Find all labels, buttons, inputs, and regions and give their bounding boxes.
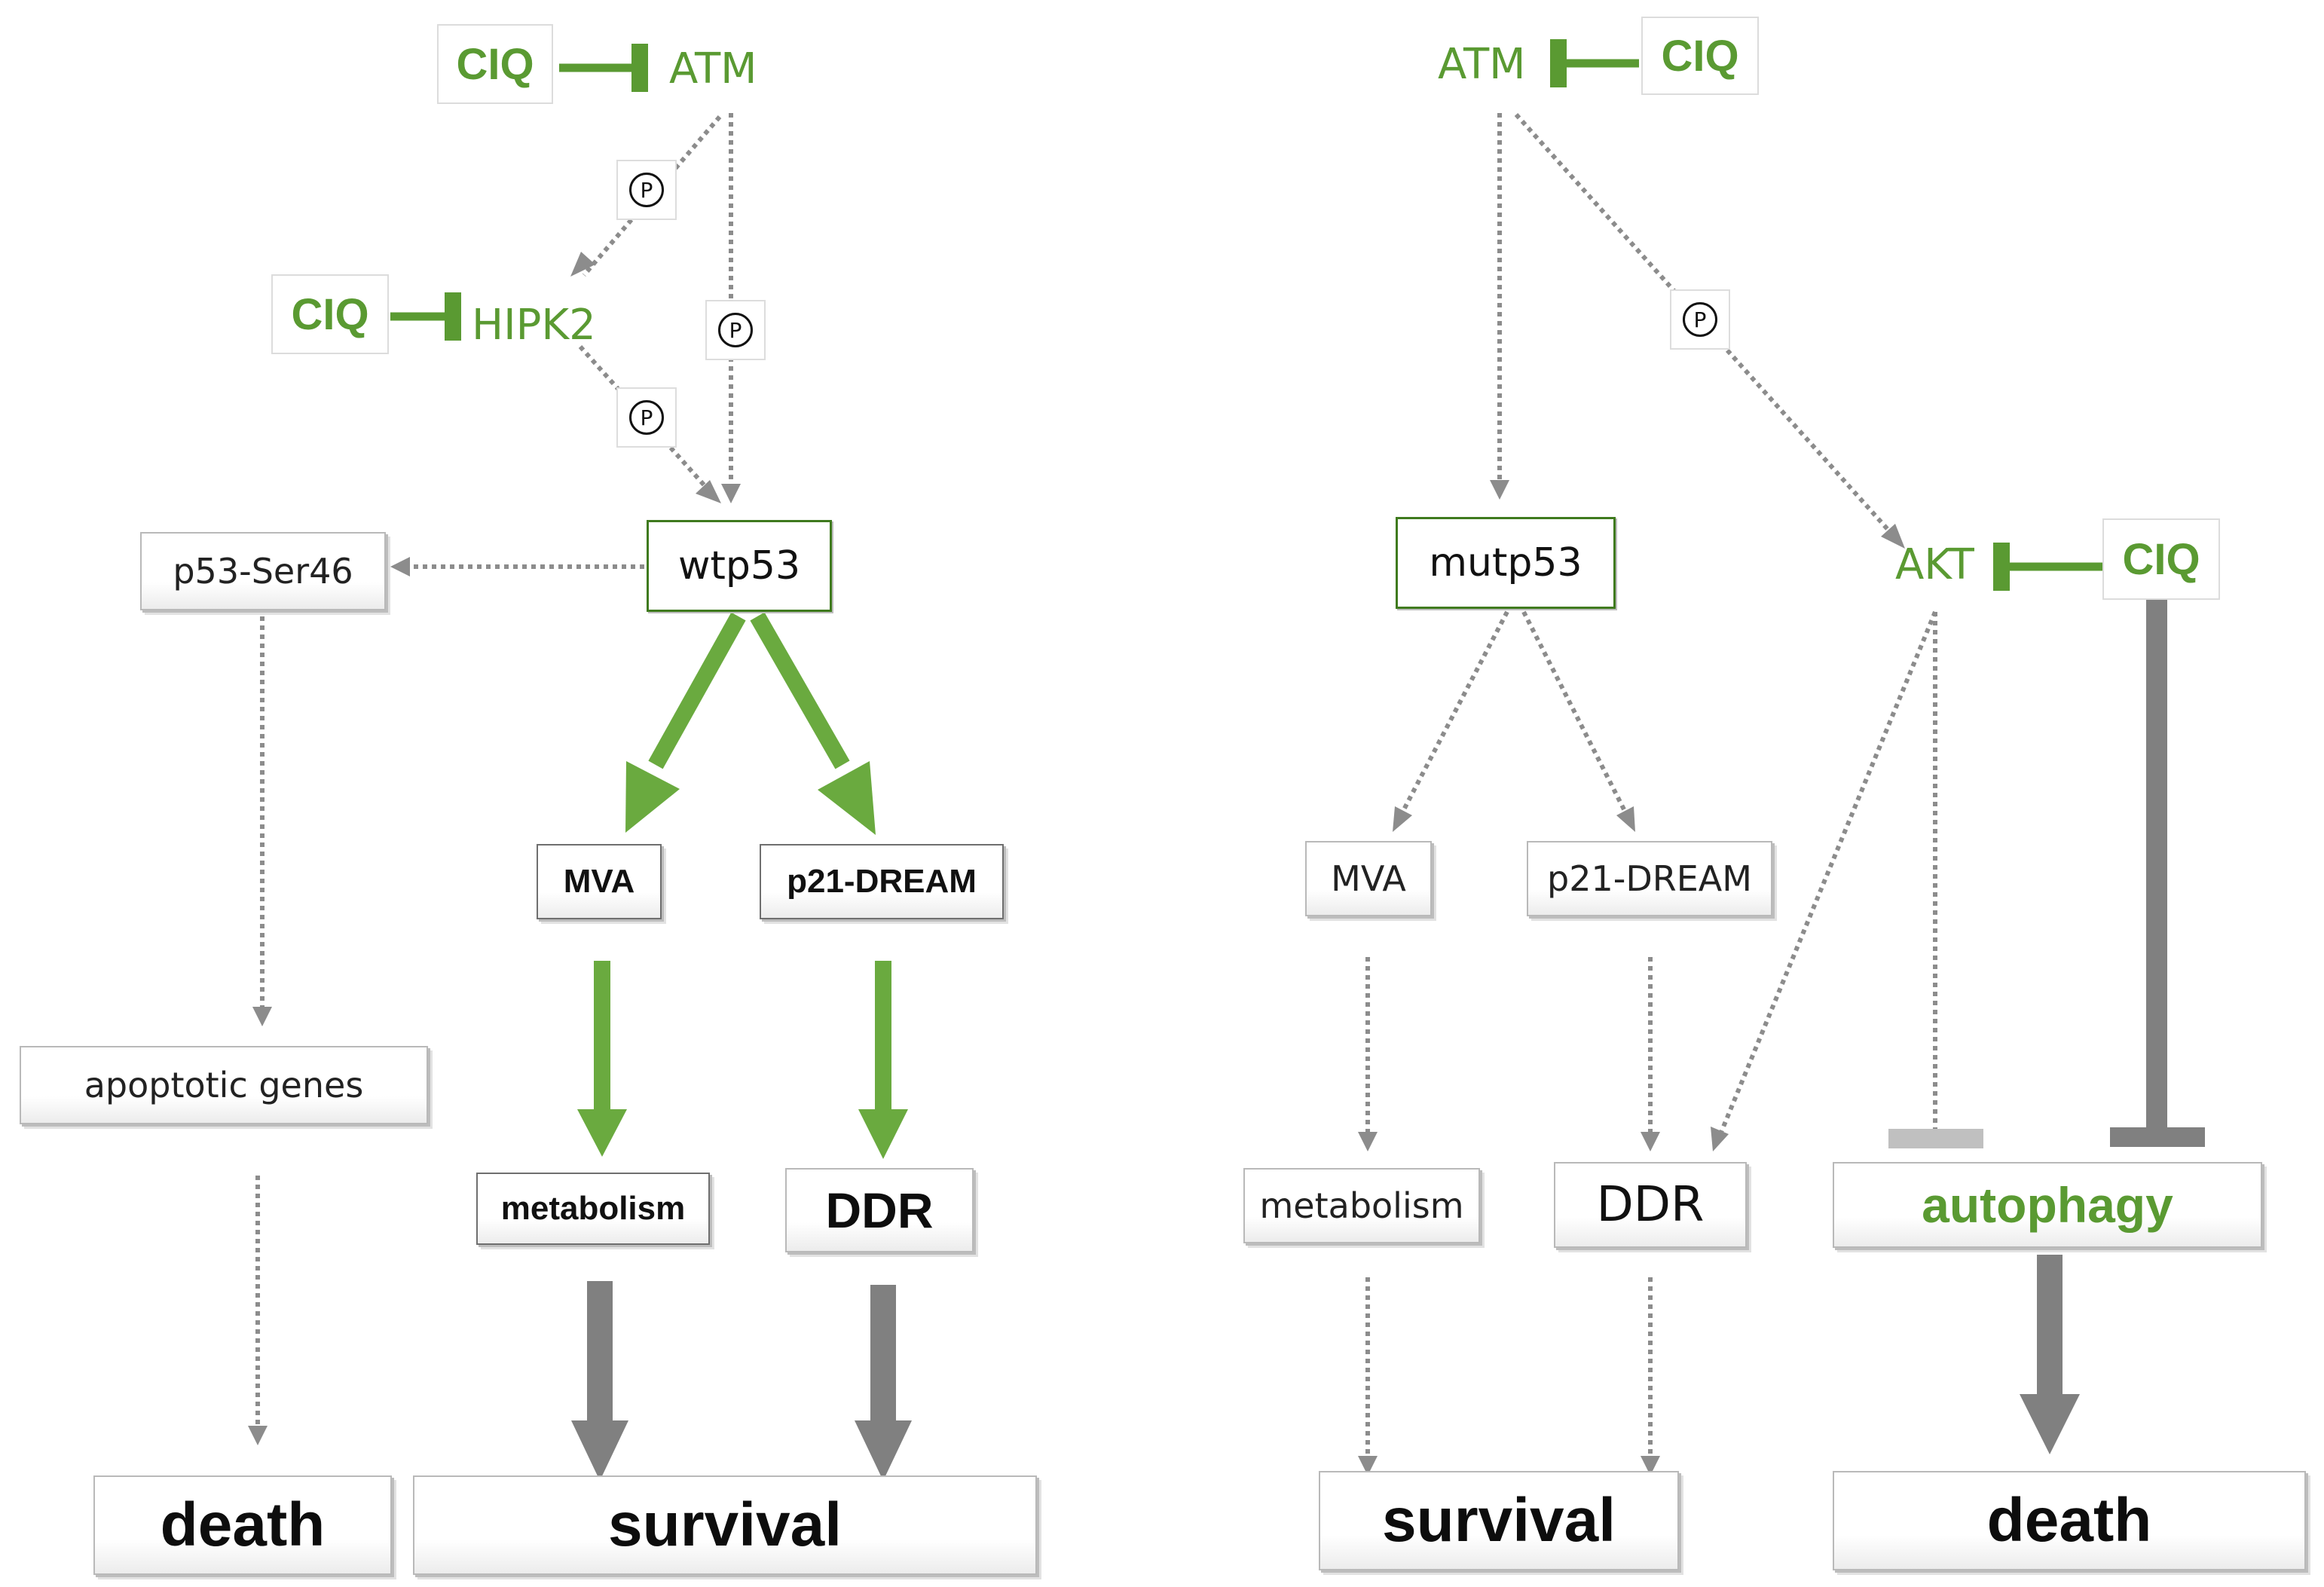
arrowhead-mutp53-mva	[1393, 806, 1412, 832]
arrowhead-atm-hipk2	[570, 252, 595, 277]
atm-left-label: ATM	[669, 44, 757, 93]
inhibit-bar-ciq-autophagy	[2110, 1127, 2205, 1147]
arrowhead-mutp53-p21	[1616, 806, 1635, 832]
arrowhead-metabolism-survival	[571, 1420, 628, 1481]
arrowhead-metabolism-survival-right	[1358, 1456, 1378, 1475]
inhibit-bar-atm-right	[1550, 39, 1567, 87]
arrowhead-mva-metabolism-right	[1358, 1132, 1378, 1151]
arrow-wtp53-mva	[648, 612, 746, 769]
phospho-atm-akt: P	[1670, 289, 1730, 350]
survival-left-node: survival	[413, 1475, 1037, 1575]
arrow-p21-ddr	[875, 961, 891, 1115]
mva-left-node: MVA	[537, 844, 662, 919]
arrow-atm-hipk2	[582, 115, 722, 277]
arrow-metabolism-survival	[587, 1281, 613, 1424]
arrowhead-wtp53-mva	[625, 761, 680, 833]
death-left-node: death	[93, 1475, 392, 1575]
survival-right-node: survival	[1319, 1471, 1679, 1570]
arrowhead-mva-metabolism	[577, 1109, 627, 1157]
mutp53-node: mutp53	[1396, 517, 1616, 609]
arrowhead-ddr-survival	[855, 1420, 912, 1481]
ddr-left-node: DDR	[785, 1168, 974, 1252]
ddr-right-node: DDR	[1554, 1162, 1747, 1248]
p53-ser46-node: p53-Ser46	[140, 532, 386, 610]
arrow-wtp53-p21	[750, 612, 850, 769]
arrow-ddr-survival	[870, 1285, 896, 1424]
p21-dream-right-node: p21-DREAM	[1527, 841, 1772, 916]
wtp53-node: wtp53	[647, 520, 832, 612]
phospho-atm-wtp53: P	[705, 300, 766, 360]
arrowhead-wtp53-ser46	[390, 557, 410, 576]
inhibit-bar-akt	[1993, 543, 2010, 591]
phospho-icon: P	[629, 173, 664, 207]
hipk2-label: HIPK2	[472, 301, 596, 350]
phospho-icon: P	[718, 313, 753, 347]
arrowhead-hipk2-wtp53	[696, 480, 721, 503]
arrowhead-akt-ddr	[1711, 1127, 1729, 1151]
arrowhead-atm-akt	[1881, 524, 1905, 549]
phospho-atm-hipk2: P	[616, 160, 677, 220]
ciq-atm-right: CIQ	[1641, 17, 1759, 95]
arrowhead-p21-ddr	[858, 1109, 908, 1159]
arrowhead-autophagy-death	[2020, 1394, 2080, 1454]
phospho-icon: P	[629, 400, 664, 435]
mva-right-node: MVA	[1305, 841, 1432, 916]
p21-dream-left-node: p21-DREAM	[760, 844, 1004, 919]
arrowhead-apoptotic-death	[248, 1426, 268, 1445]
arrow-mutp53-p21	[1521, 610, 1628, 815]
inhibit-bar-hipk2	[445, 292, 461, 341]
arrowhead-atm-mutp53	[1490, 480, 1509, 500]
metabolism-right-node: metabolism	[1243, 1168, 1480, 1243]
ciq-atm-left: CIQ	[437, 24, 553, 104]
phospho-icon: P	[1683, 302, 1717, 337]
ciq-hipk2: CIQ	[271, 274, 389, 354]
arrowhead-p21-ddr-right	[1641, 1132, 1660, 1151]
arrowhead-wtp53-p21	[818, 761, 876, 835]
arrow-autophagy-death	[2037, 1255, 2063, 1405]
arrowhead-ddr-survival-right	[1641, 1456, 1660, 1475]
arrow-mutp53-mva	[1399, 610, 1509, 815]
atm-right-label: ATM	[1438, 40, 1526, 89]
arrowhead-ser46-apoptotic	[252, 1007, 272, 1026]
autophagy-node: autophagy	[1833, 1162, 2262, 1248]
arrowhead-atm-wtp53	[721, 484, 741, 503]
arrow-mva-metabolism	[594, 961, 610, 1115]
ciq-akt: CIQ	[2102, 518, 2220, 600]
phospho-hipk2-wtp53: P	[616, 387, 677, 448]
inhibit-bar-akt-autophagy	[1888, 1129, 1983, 1148]
apoptotic-genes-node: apoptotic genes	[20, 1046, 428, 1124]
arrow-akt-ddr	[1718, 610, 1937, 1136]
inhibit-ciq-autophagy	[2146, 599, 2167, 1134]
inhibit-bar-atm-left	[631, 44, 648, 92]
death-right-node: death	[1833, 1471, 2306, 1570]
metabolism-left-node: metabolism	[476, 1173, 710, 1245]
akt-label: AKT	[1895, 540, 1974, 589]
